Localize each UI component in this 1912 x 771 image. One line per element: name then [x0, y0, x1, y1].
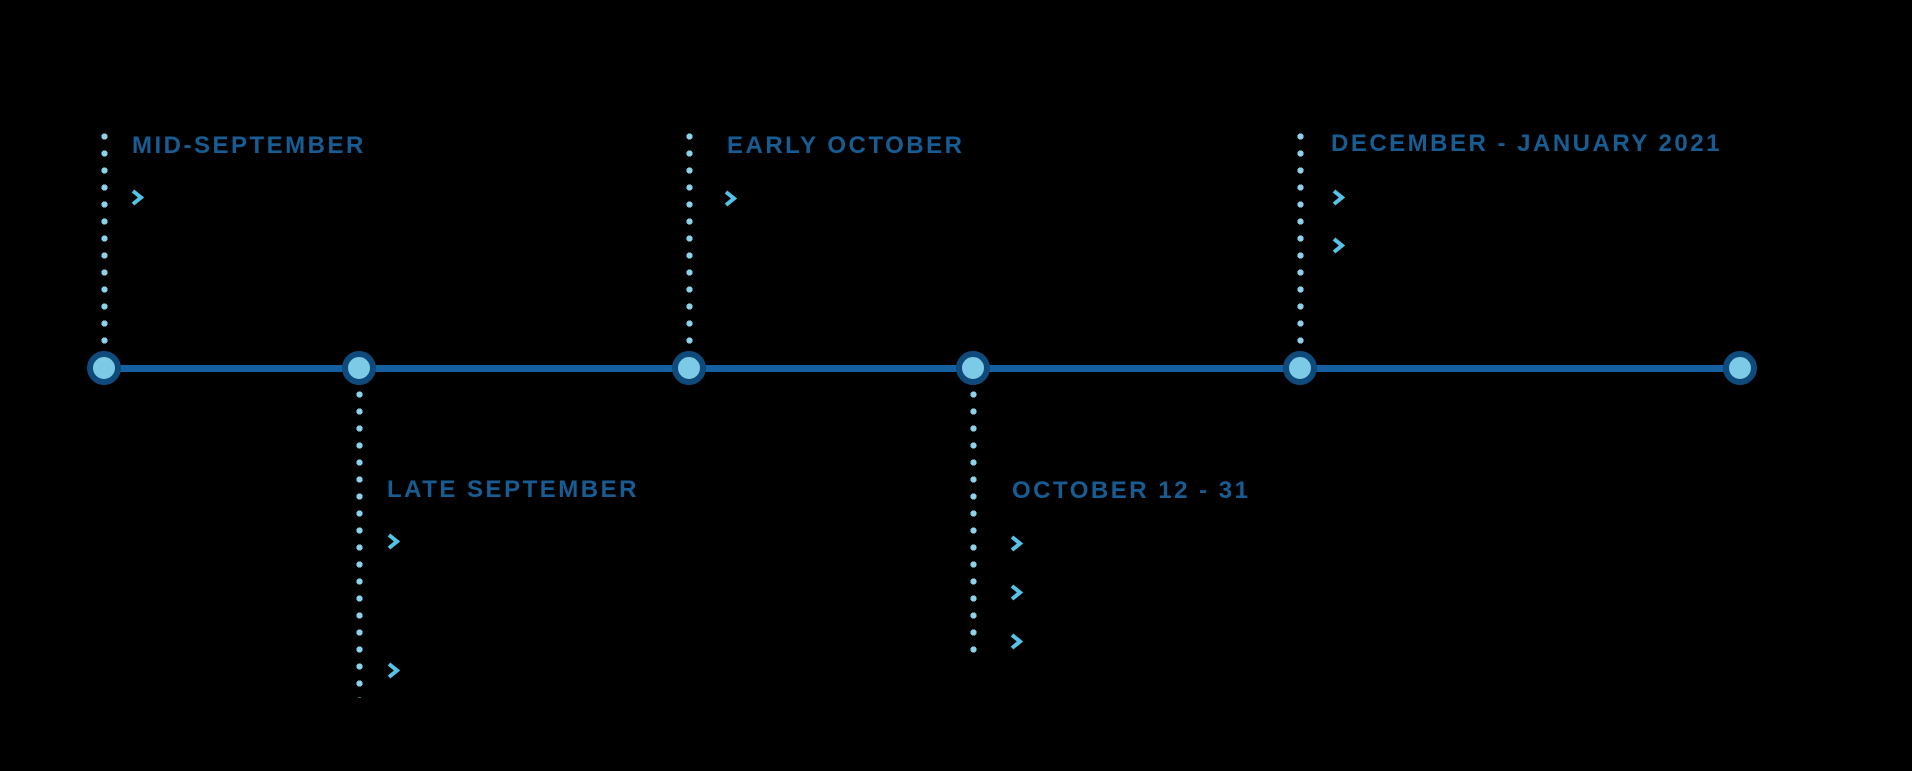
dotted-connector-down — [355, 386, 363, 698]
chevron-right-icon — [1008, 632, 1024, 651]
dotted-connector-down — [969, 386, 977, 654]
event-label: EARLY OCTOBER — [727, 132, 965, 159]
timeline-axis — [104, 365, 1740, 372]
dotted-connector-up — [100, 128, 108, 350]
chevron-right-icon — [1008, 534, 1024, 553]
timeline-node — [342, 351, 376, 385]
chevron-right-icon — [722, 189, 738, 208]
chevron-right-icon — [385, 532, 401, 551]
event-label: DECEMBER - JANUARY 2021 — [1331, 130, 1722, 157]
chevron-right-icon — [1330, 188, 1346, 207]
timeline-node — [1723, 351, 1757, 385]
chevron-right-icon — [1008, 583, 1024, 602]
chevron-right-icon — [385, 661, 401, 680]
event-label: OCTOBER 12 - 31 — [1012, 477, 1251, 504]
chevron-right-icon — [129, 188, 145, 207]
dotted-connector-up — [685, 128, 693, 350]
event-label: LATE SEPTEMBER — [387, 476, 639, 503]
timeline-node — [87, 351, 121, 385]
timeline-node — [1283, 351, 1317, 385]
dotted-connector-up — [1296, 128, 1304, 350]
timeline-node — [672, 351, 706, 385]
chevron-right-icon — [1330, 236, 1346, 255]
timeline-node — [956, 351, 990, 385]
event-label: MID-SEPTEMBER — [132, 132, 366, 159]
